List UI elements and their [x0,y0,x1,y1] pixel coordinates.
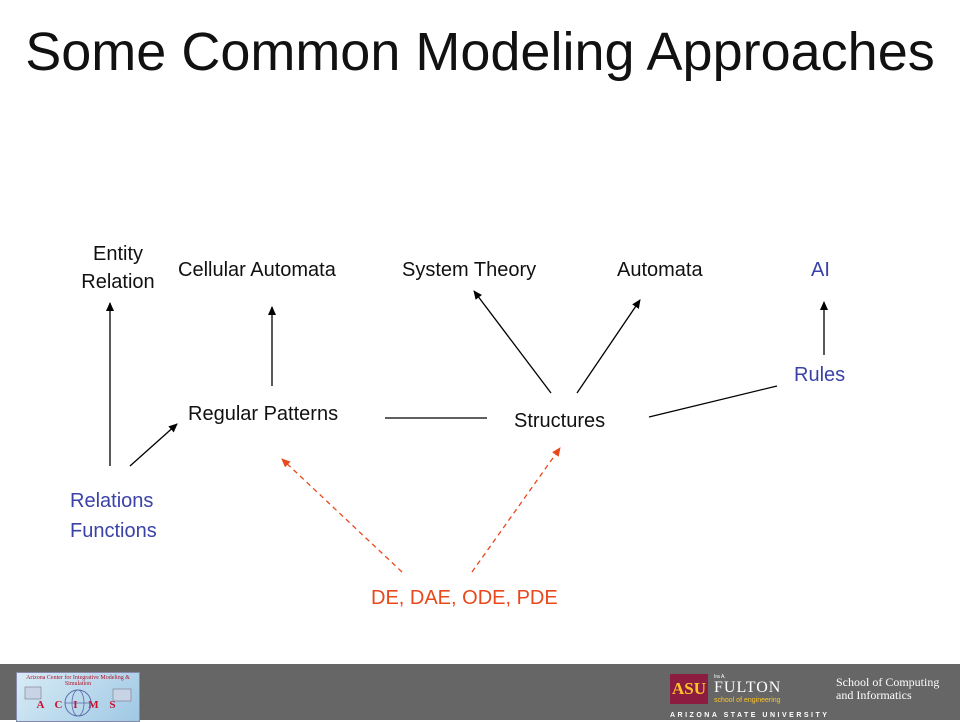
node-relations-line: Relations [70,490,154,512]
edge-structures-to-automata [576,299,641,394]
asu-wordmark: ARIZONA STATE UNIVERSITY [670,712,830,719]
node-entity-relation-line1: Entity [92,243,144,265]
node-structures: Structures [514,410,606,432]
asu-fulton-logo: ASU Ira A. FULTON school of engineering … [670,674,827,719]
node-entity-relation-line2: Relation [81,271,155,293]
edge-structures-to-system-theory [473,290,552,394]
node-system-theory: System Theory [402,259,537,281]
acims-logo-caption: Arizona Center for Integrative Modeling … [26,675,130,687]
node-entity-relation: Entity Relation [70,240,166,296]
fulton-name: FULTON [714,679,782,696]
acims-letters: A C I M S [36,699,120,711]
acims-logo: Arizona Center for Integrative Modeling … [16,672,140,722]
node-de-dae-ode-pde: DE, DAE, ODE, PDE [371,587,558,609]
school-name: School of Computing and Informatics [836,676,939,702]
acims-globe-icon [24,686,132,717]
node-automata: Automata [617,259,703,281]
edge-de-to-regular-patterns [281,458,403,573]
footer-bar: Arizona Center for Integrative Modeling … [0,664,960,722]
node-relations-functions: Relations Functions [70,486,157,546]
fulton-prefix: Ira A. [714,674,726,680]
node-ai: AI [811,259,830,281]
node-cellular-automata: Cellular Automata [178,259,336,281]
diagram-edges [106,290,828,573]
asu-mark: ASU [670,674,708,704]
edge-de-to-structures [471,447,561,573]
slide-title: Some Common Modeling Approaches [25,22,935,82]
node-rules: Rules [794,364,846,386]
school-name-line1: School of Computing [836,675,940,689]
fulton-subtitle: school of engineering [714,697,781,704]
node-regular-patterns: Regular Patterns [188,403,339,425]
edge-structures-to-rules [648,385,778,418]
edge-relations-to-regular-patterns [129,423,178,467]
node-functions-line: Functions [70,520,157,542]
school-name-line2: and Informatics [836,688,912,702]
